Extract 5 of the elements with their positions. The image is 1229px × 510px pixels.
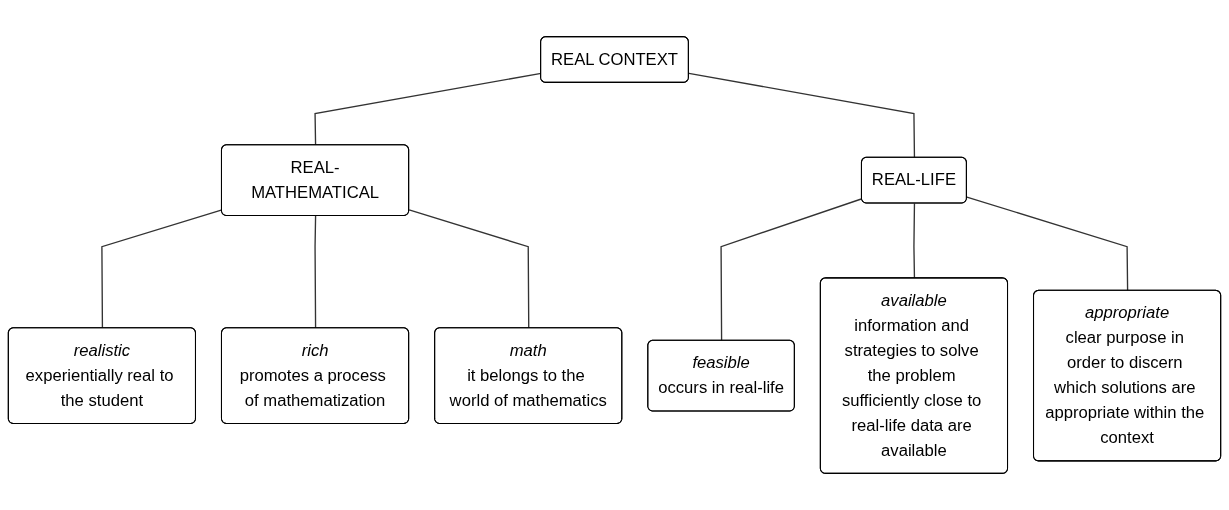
connector <box>966 196 1129 292</box>
connector <box>688 72 916 159</box>
connector <box>408 209 530 329</box>
connector <box>314 215 317 329</box>
connector <box>720 198 863 342</box>
